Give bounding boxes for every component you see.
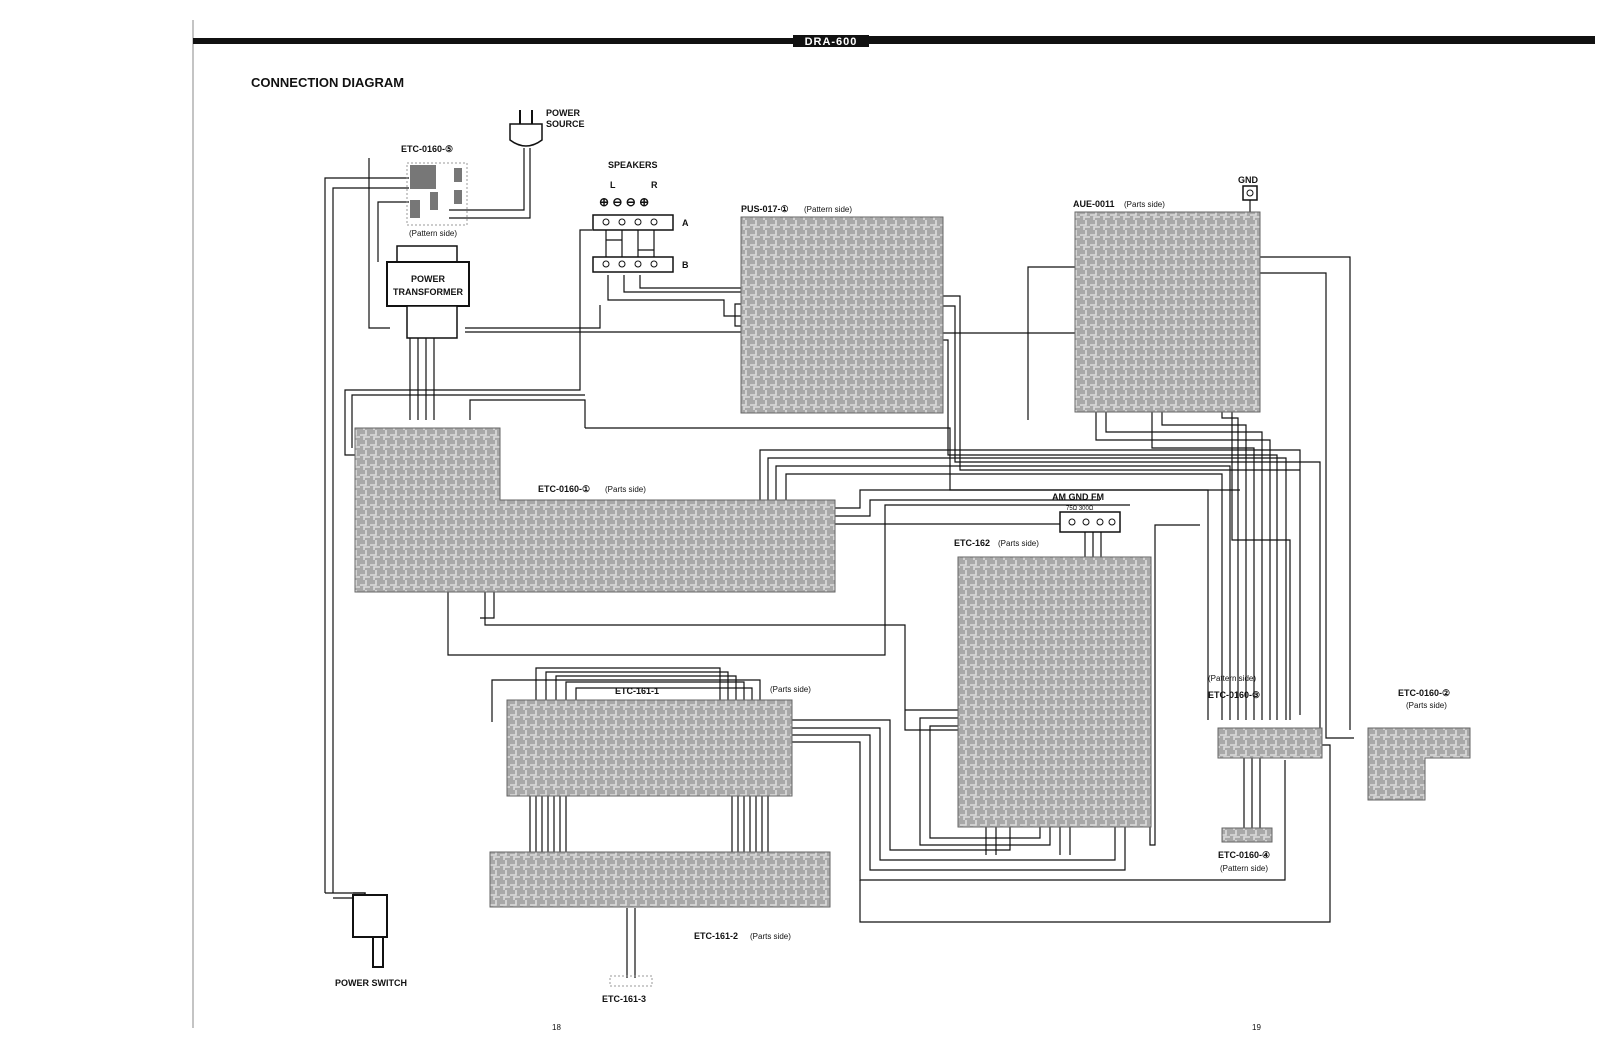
power-transformer-label-1: POWER [411,274,446,284]
aue0011-name: AUE-0011 [1073,199,1115,209]
speaker-l-label: L [610,180,616,190]
board-etc0160-1 [354,427,836,593]
board-pus017-1 [740,216,944,414]
power-transformer [386,261,470,307]
gnd-label: GND [1238,175,1259,185]
etc0160-5-pad [410,165,436,189]
etc0160-3-side: (Pattern side) [1208,674,1256,683]
board-etc0160-3 [1217,727,1323,759]
etc161-3-name: ETC-161-3 [602,994,646,1004]
aue0011-side: (Parts side) [1124,200,1165,209]
board-etc162 [957,556,1152,828]
etc0160-1-side: (Parts side) [605,485,646,494]
etc0160-4-name: ETC-0160-④ [1218,850,1270,860]
antenna-screws [1068,518,1116,526]
speaker-screws [602,218,658,268]
antenna-terminal [1059,511,1121,533]
header-bar-right [869,36,1595,44]
power-source-label-1: POWER [546,108,581,118]
etc161-1-side: (Parts side) [770,685,811,694]
board-etc0160-4 [1221,827,1273,843]
gnd-screw-icon [1246,189,1254,197]
etc0160-5-pad [454,190,462,204]
etc161-2-name: ETC-161-2 [694,931,738,941]
power-switch-label: POWER SWITCH [335,978,407,988]
diagram-title: CONNECTION DIAGRAM [251,75,404,90]
pus017-1-side: (Pattern side) [804,205,852,214]
speaker-row-a: A [682,218,689,228]
antenna-label: AM GND FM [1052,492,1104,502]
etc0160-5-name: ETC-0160-⑤ [401,144,453,154]
power-transformer-label-2: TRANSFORMER [393,287,463,297]
power-switch-icon [325,892,388,968]
etc0160-5-side: (Pattern side) [409,229,457,238]
board-aue0011 [1074,211,1261,413]
gnd-terminal-icon [1242,185,1258,201]
etc161-2-side: (Parts side) [750,932,791,941]
etc0160-4-side: (Pattern side) [1220,864,1268,873]
speakers-label: SPEAKERS [608,160,658,170]
etc0160-1-name: ETC-0160-① [538,484,590,494]
model-badge [793,35,869,47]
etc0160-5-pad [430,192,438,210]
power-source-label-2: SOURCE [546,119,585,129]
etc0160-2-name: ETC-0160-② [1398,688,1450,698]
board-etc161-3 [609,975,653,987]
pus017-1-name: PUS-017-① [741,204,789,214]
etc0160-5-pad [410,200,420,218]
page-number-left: 18 [552,1023,561,1032]
antenna-ohms: 75Ω 300Ω [1066,506,1094,512]
transformer-cap [396,245,458,263]
etc162-side: (Parts side) [998,539,1039,548]
etc0160-5-pad [454,168,462,182]
etc0160-2-side: (Parts side) [1406,701,1447,710]
model-name: DRA-600 [805,36,858,48]
speaker-row-b: B [682,260,689,270]
etc162-name: ETC-162 [954,538,990,548]
board-etc161-2 [489,851,831,908]
etc0160-3-name: ETC-0160-③ [1208,690,1260,700]
speaker-polarity: ⊕ ⊖ ⊖ ⊕ [599,195,649,209]
header-bar-left [193,38,793,44]
board-etc161-1 [506,699,793,797]
speaker-r-label: R [651,180,658,190]
transformer-terminals [406,305,458,339]
board-etc0160-5 [406,162,468,226]
page-number-right: 19 [1252,1023,1261,1032]
power-plug-icon [509,110,543,147]
board-etc0160-2 [1367,727,1471,801]
etc161-1-name: ETC-161-1 [615,686,659,696]
